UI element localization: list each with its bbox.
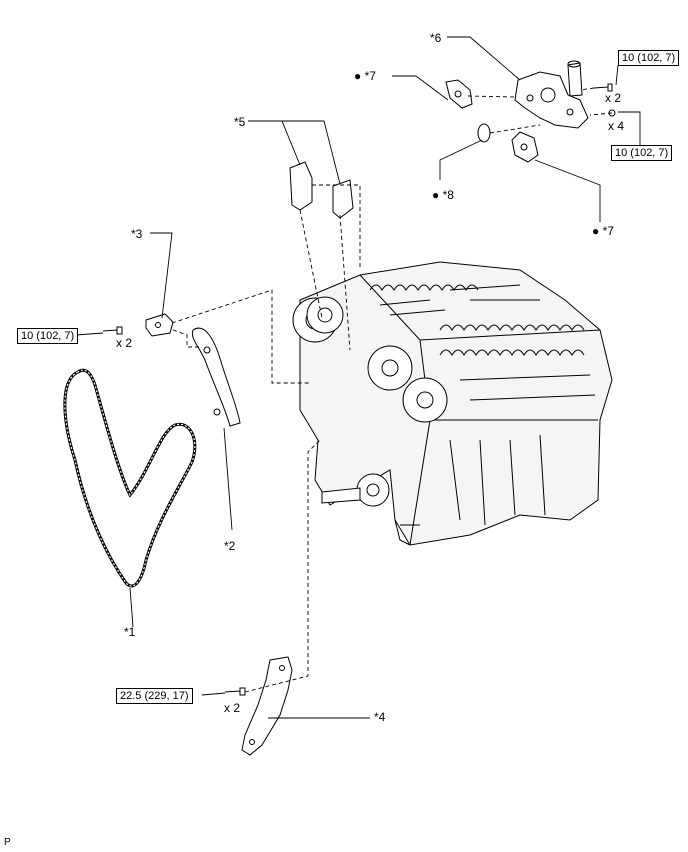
chain-tensioner <box>145 313 174 337</box>
engine-cylinder-head <box>292 261 613 546</box>
bullet-icon: ● <box>354 69 362 83</box>
callout-vibration-damper: *5 <box>234 115 246 129</box>
qty-housing-bolt: x 2 <box>605 91 622 105</box>
corner-mark: P <box>4 837 11 848</box>
callout-chain-tensioner: *3 <box>131 227 143 241</box>
callout-gasket-upper: ● *7 <box>354 69 376 83</box>
qty-housing-nut: x 4 <box>608 119 625 133</box>
qty-chain-guide-bolt: x 2 <box>224 701 241 715</box>
vibration-damper-left <box>289 161 313 211</box>
torque-spec-tensioner-bolt: 10 (102, 7) <box>17 328 79 344</box>
timing-chain <box>63 368 197 588</box>
gasket-upper <box>445 79 473 109</box>
gasket-lower <box>511 131 539 163</box>
callout-water-inlet-housing: *6 <box>430 31 442 45</box>
callout-gasket-lower: ● *7 <box>592 224 614 238</box>
bullet-icon: ● <box>432 188 440 202</box>
o-ring <box>477 123 491 143</box>
water-inlet-housing <box>514 60 616 129</box>
callout-gasket-lower-text: *7 <box>602 224 614 238</box>
callout-o-ring-text: *8 <box>442 188 454 202</box>
vibration-damper-right <box>332 179 354 219</box>
bullet-icon: ● <box>592 224 600 238</box>
qty-tensioner-bolt: x 2 <box>116 336 133 350</box>
callout-o-ring: ● *8 <box>432 188 454 202</box>
torque-spec-housing-bolt: 10 (102, 7) <box>618 50 680 66</box>
callout-chain-guide: *4 <box>374 710 386 724</box>
callout-chain-slipper-guide: *2 <box>224 539 236 553</box>
torque-spec-chain-guide-bolt: 22.5 (229, 17) <box>116 688 193 704</box>
callout-timing-chain: *1 <box>124 625 136 639</box>
chain-slipper-guide <box>191 327 241 427</box>
chain-guide <box>241 656 293 756</box>
callout-gasket-upper-text: *7 <box>364 69 376 83</box>
torque-spec-housing-nut: 10 (102, 7) <box>611 145 673 161</box>
